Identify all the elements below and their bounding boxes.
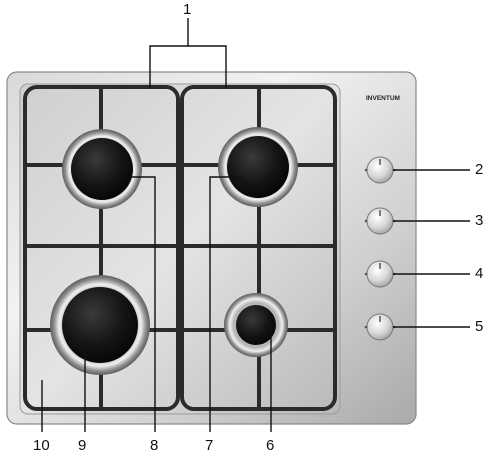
- burner-rear-right: [218, 127, 298, 207]
- callout-5: 5: [475, 318, 484, 335]
- callout-7: 7: [205, 437, 214, 454]
- burner-front-left-large: [50, 275, 150, 375]
- callout-8: 8: [150, 437, 159, 454]
- callout-6: 6: [266, 437, 275, 454]
- leader-lines: [41, 18, 470, 432]
- burner-rear-left: [62, 129, 142, 209]
- callout-9: 9: [78, 437, 87, 454]
- callout-2: 2: [475, 161, 484, 178]
- callout-1: 1: [183, 1, 192, 18]
- callout-10: 10: [33, 437, 50, 454]
- brand-logo: INVENTUM: [366, 95, 400, 102]
- callout-3: 3: [475, 212, 484, 229]
- burner-front-right-small: [224, 293, 288, 357]
- callout-4: 4: [475, 265, 484, 282]
